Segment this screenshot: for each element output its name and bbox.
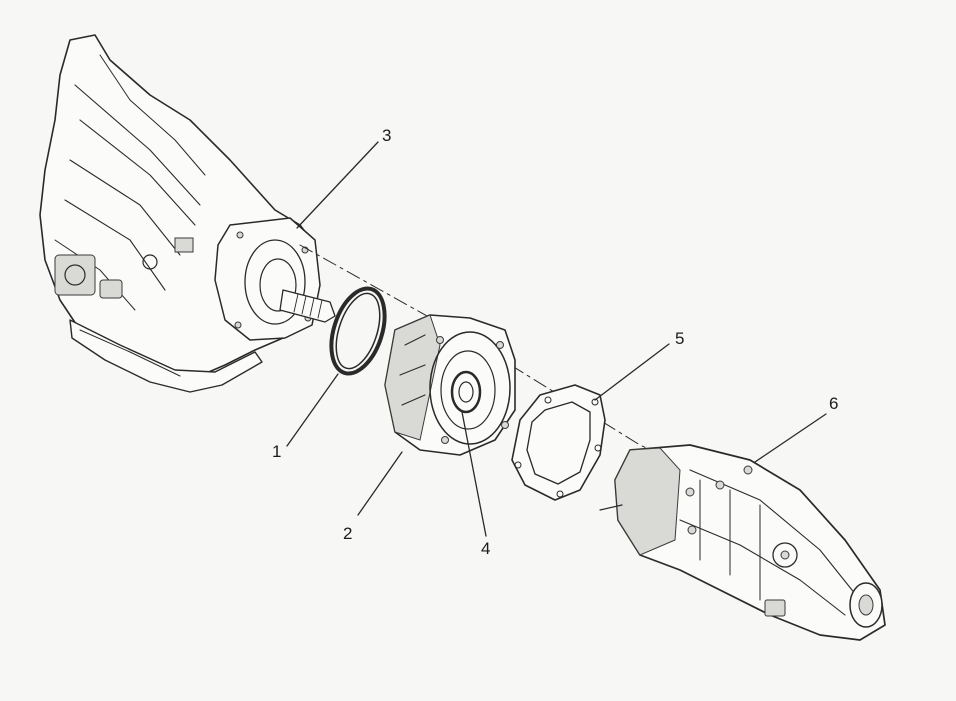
- callout-3: 3: [382, 126, 391, 145]
- transmission-assembly: [39, 34, 336, 393]
- callout-2: 2: [343, 524, 352, 543]
- o-ring-seal: [329, 286, 387, 376]
- callout-4: 4: [481, 539, 490, 558]
- callout-5: 5: [675, 329, 684, 348]
- leader-lines: [286, 141, 827, 537]
- callout-1: 1: [272, 442, 281, 461]
- seal: [450, 370, 482, 414]
- transfer-case: [599, 444, 886, 641]
- adapter-housing: [384, 314, 516, 456]
- gasket: [511, 384, 606, 501]
- callout-6: 6: [829, 394, 838, 413]
